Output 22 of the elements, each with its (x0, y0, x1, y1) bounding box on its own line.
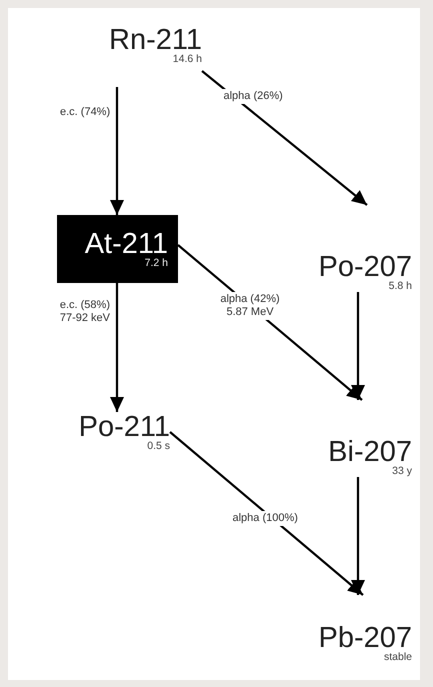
half-life: 0.5 s (147, 441, 170, 452)
edge-label: alpha (100%) (230, 510, 300, 526)
nuclide-name: At-211 (84, 229, 168, 259)
edge-label: e.c. (74%) (58, 104, 112, 120)
decay-arrow (110, 283, 124, 412)
edge-label: alpha (26%) (222, 88, 285, 104)
decay-arrow (351, 292, 365, 400)
half-life: 5.8 h (388, 281, 412, 292)
nuclide-name: Rn-211 (109, 25, 202, 55)
nuclide-name: Bi-207 (328, 437, 412, 467)
half-life: 7.2 h (144, 258, 168, 269)
decay-arrow (201, 70, 368, 206)
decay-arrow (110, 87, 124, 215)
nuclide-box (57, 215, 178, 283)
nuclide-name: Po-211 (78, 412, 170, 442)
decay-arrow (169, 431, 364, 596)
nuclide-name: Pb-207 (318, 623, 412, 653)
half-life: stable (384, 652, 412, 663)
decay-arrow (351, 477, 365, 595)
nuclide-name: Po-207 (318, 252, 412, 282)
half-life: 14.6 h (172, 54, 202, 65)
half-life: 33 y (392, 466, 412, 477)
